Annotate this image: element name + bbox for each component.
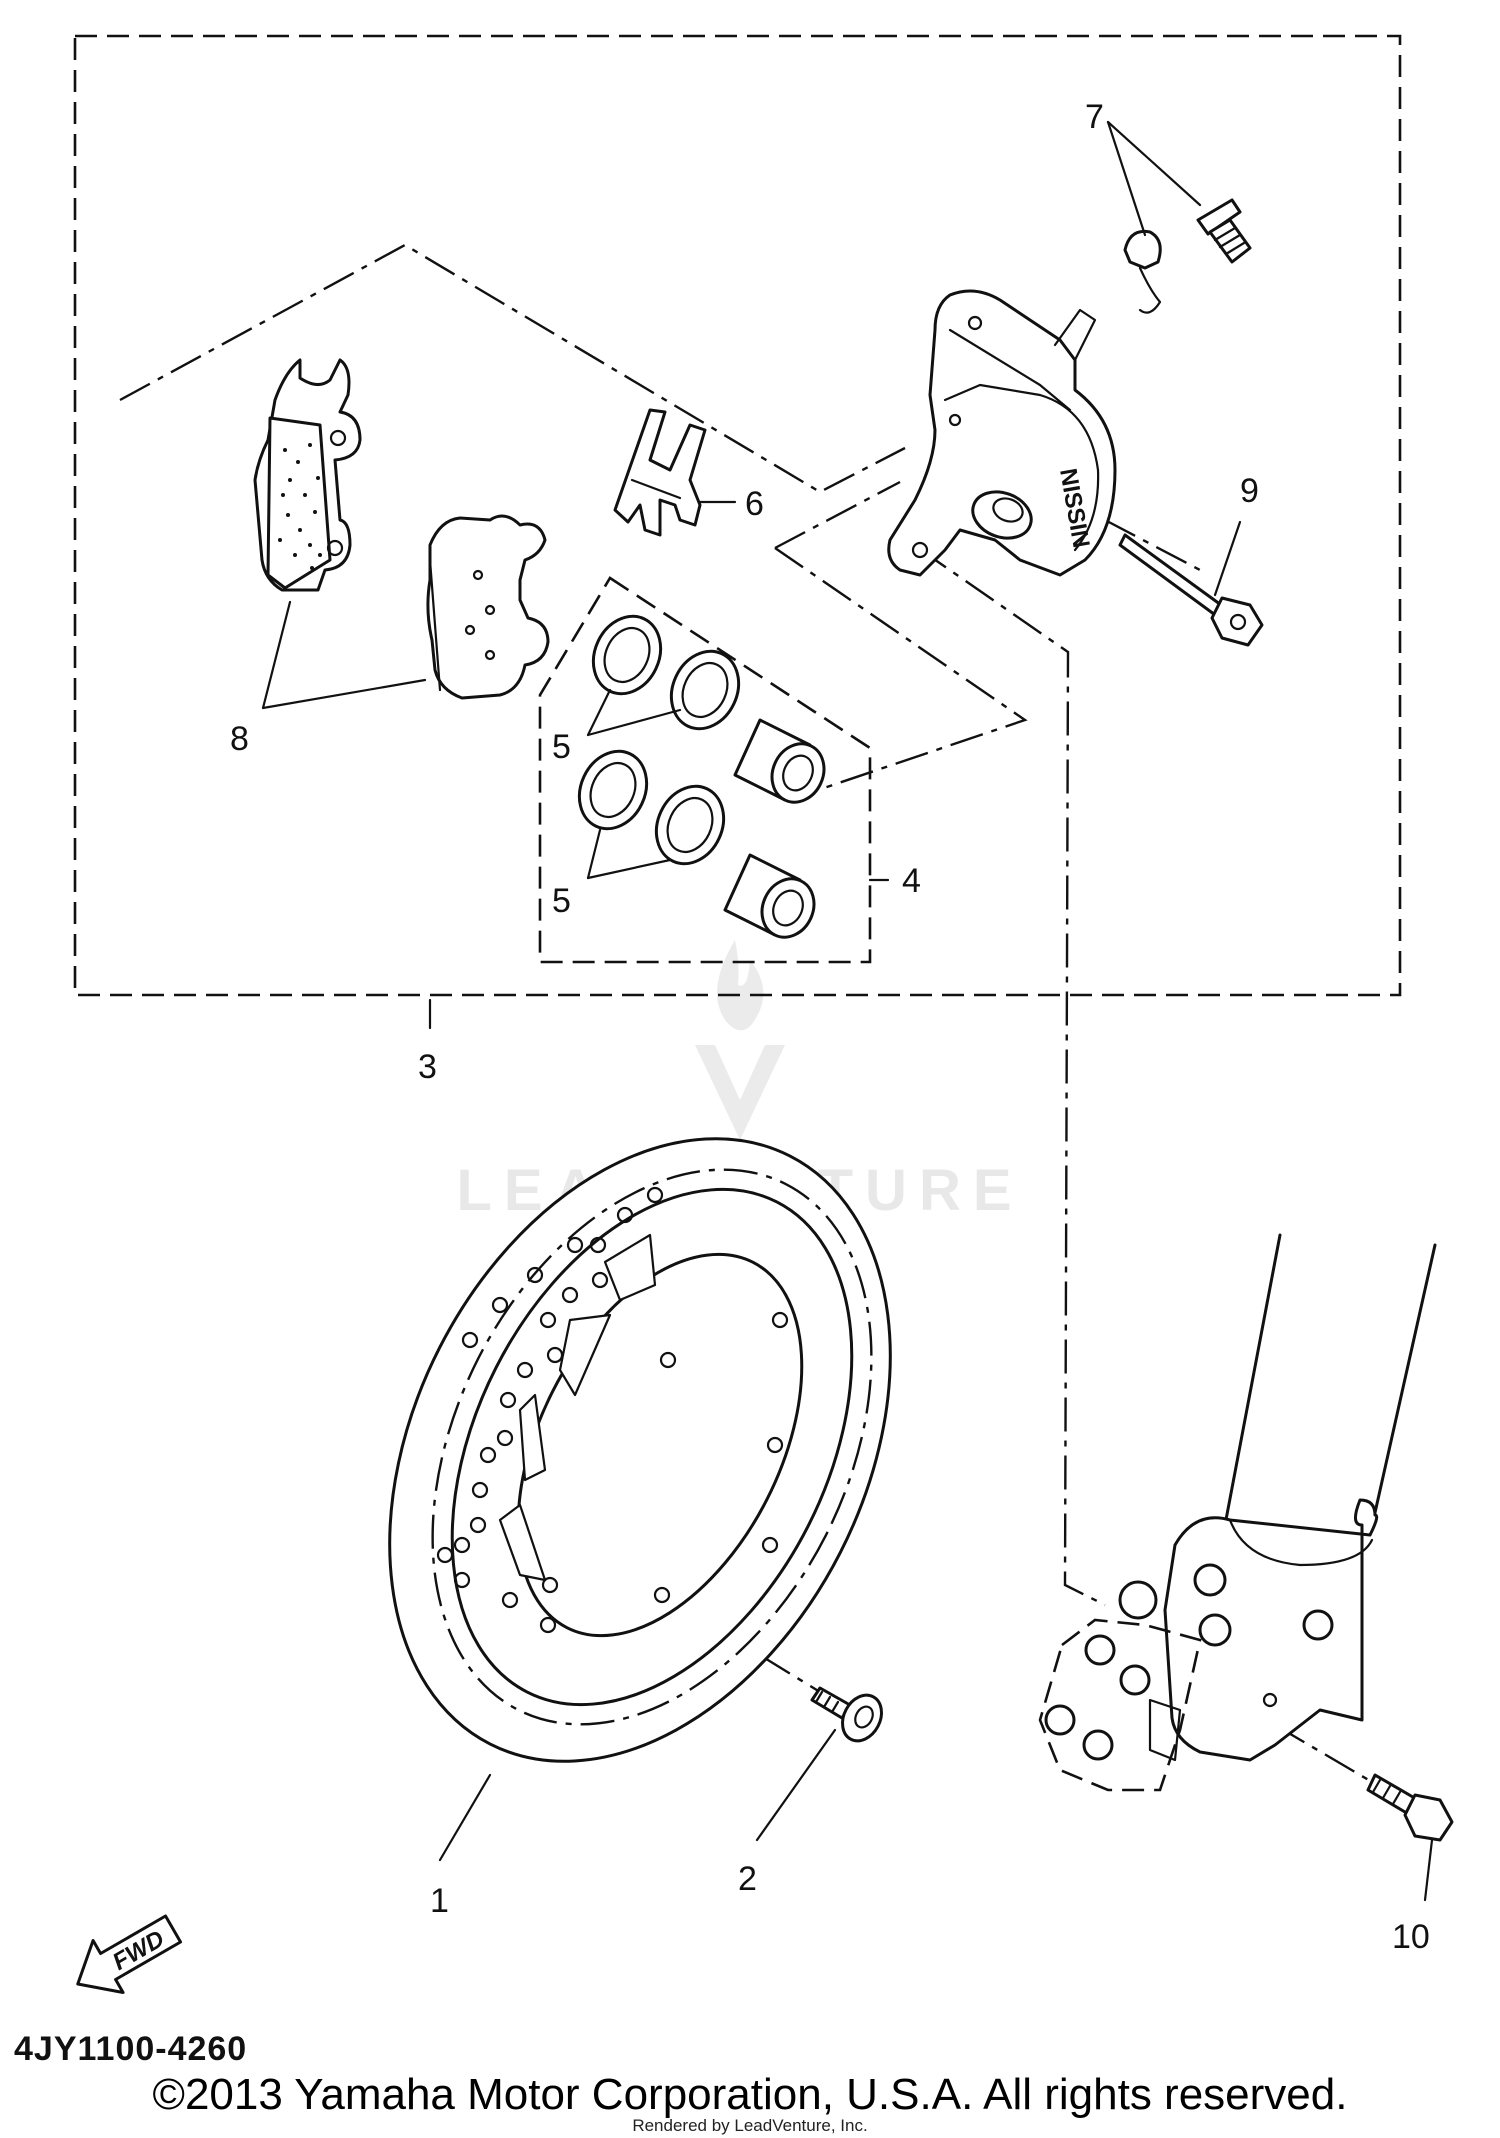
- bleed-screw-cap: [1123, 229, 1162, 314]
- rendered-by-credit: Rendered by LeadVenture, Inc.: [632, 2116, 868, 2135]
- brake-pad-left: [253, 358, 362, 592]
- callout-10: 10: [1392, 1918, 1430, 1956]
- callout-7: 7: [1085, 98, 1104, 136]
- pin-reference-line-lower: [774, 547, 1028, 792]
- callout-6: 6: [745, 485, 764, 523]
- brake-pad-right: [426, 514, 550, 700]
- caliper-pistons: [723, 718, 826, 939]
- piston-seals: [577, 614, 741, 866]
- callout-2: 2: [738, 1860, 757, 1898]
- caliper-bracket: [1038, 1618, 1202, 1792]
- callout-1: 1: [430, 1882, 449, 1920]
- assembly-3-boundary: [73, 34, 1402, 997]
- drawing-code: 4JY1100-4260: [14, 2030, 248, 2068]
- caliper-to-bracket-line: [917, 547, 1106, 1607]
- caliper-pin-bolt: [1118, 533, 1264, 647]
- callout-labels: 1 2 3 4 5 5 6 7 8 9 10: [230, 98, 1430, 1956]
- disc-holes: [436, 1186, 789, 1634]
- callout-8: 8: [230, 720, 249, 758]
- callout-3: 3: [418, 1048, 437, 1086]
- brake-caliper: NISSIN: [887, 289, 1117, 577]
- pad-spring-clip: [613, 408, 707, 537]
- pin-reference-line: [774, 480, 901, 550]
- bolt-10-line: [1274, 1723, 1373, 1784]
- bolt-9-line: [1104, 518, 1201, 572]
- front-fork: [1118, 1233, 1437, 1762]
- callout-4: 4: [902, 862, 921, 900]
- leader-lines: [261, 120, 1434, 1902]
- disc-bolt: [810, 1686, 883, 1743]
- bleed-screw: [1196, 198, 1252, 264]
- pad-reference-line: [119, 243, 906, 494]
- bracket-bolt: [1366, 1773, 1454, 1842]
- fwd-arrow: FWD: [76, 1914, 183, 1994]
- callout-5-upper: 5: [552, 728, 571, 766]
- copyright-notice: ©2013 Yamaha Motor Corporation, U.S.A. A…: [152, 2070, 1348, 2119]
- brake-disc: [388, 1137, 892, 1763]
- callout-9: 9: [1240, 472, 1259, 510]
- assembly-4-boundary: [538, 576, 872, 964]
- callout-5-lower: 5: [552, 882, 571, 920]
